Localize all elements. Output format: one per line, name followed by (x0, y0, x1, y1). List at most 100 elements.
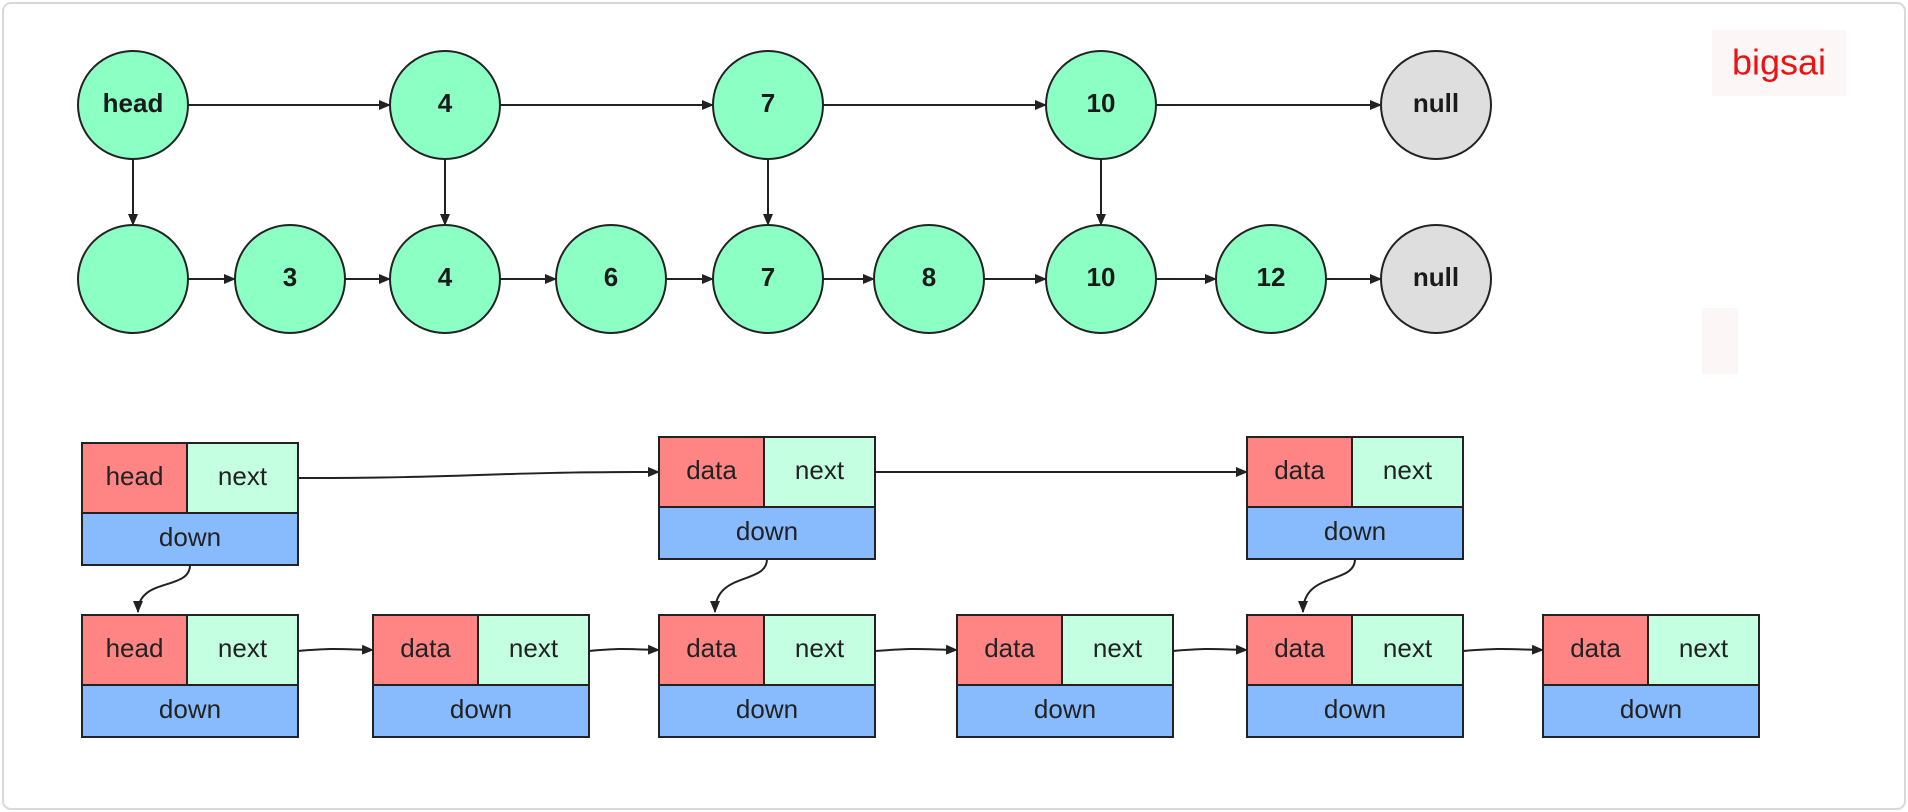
bottom-node-box-3-next-cell (1061, 614, 1174, 686)
bottom-circle-4-shape (712, 224, 824, 334)
bottom-circle-4-label: 7 (761, 262, 775, 292)
top-circle-2-shape (712, 50, 824, 160)
bottom-circle-3-shape (555, 224, 667, 334)
bottom-circle-1: 3 (234, 224, 346, 334)
watermark-background (1712, 30, 1846, 96)
top-circle-1-label: 4 (438, 88, 453, 118)
bottom-node-box-3-next-label: next (1093, 633, 1143, 663)
bottom-circle-2-label: 4 (438, 262, 453, 292)
bottom-node-box-0-next-cell (186, 614, 299, 686)
bottom-node-box-4-down-cell (1246, 684, 1464, 738)
bottom-box-next-arrow-1 (588, 644, 660, 655)
box-down-arrow-2 (1298, 558, 1356, 613)
bottom-circle-1-label: 3 (283, 262, 297, 292)
top-node-box-2-left-label: data (1274, 455, 1325, 485)
top-circle-1-shape (389, 50, 501, 160)
bottom-node-box-1-next-cell (477, 614, 590, 686)
bottom-circle-6-shape (1045, 224, 1157, 334)
bottom-node-box-4-left-cell (1246, 614, 1353, 686)
watermark-text: bigsai (1732, 42, 1826, 83)
top-node-box-0-left-cell (81, 442, 188, 514)
top-node-box-2: data next down (1246, 436, 1464, 560)
bottom-node-box-3-left-label: data (984, 633, 1035, 663)
bottom-node-box-2-down-cell (658, 684, 876, 738)
bottom-circle-6: 10 (1045, 224, 1157, 334)
top-node-box-1: data next down (658, 436, 876, 560)
bottom-circle-8: null (1380, 224, 1492, 334)
bottom-circle-5-shape (873, 224, 985, 334)
top-node-box-0-down-label: down (159, 522, 221, 552)
top-circle-0: head (77, 50, 189, 160)
top-circle-3-label: 10 (1087, 88, 1116, 118)
bottom-circle-7-label: 12 (1257, 262, 1286, 292)
top-node-box-1-next-cell (763, 436, 876, 508)
bottom-node-box-0-down-cell (81, 684, 299, 738)
bottom-circle-2-shape (389, 224, 501, 334)
bottom-node-box-5-down-cell (1542, 684, 1760, 738)
bottom-circle-4: 7 (712, 224, 824, 334)
faint-mark (1702, 308, 1738, 374)
top-circle-1: 4 (389, 50, 501, 160)
bottom-circle-7-shape (1215, 224, 1327, 334)
bottom-node-box-2-down-label: down (736, 694, 798, 724)
bottom-box-next-arrow-0 (297, 644, 374, 655)
top-node-box-2-next-cell (1351, 436, 1464, 508)
top-node-box-0-left-label: head (106, 461, 164, 491)
top-node-box-1-down-cell (658, 506, 876, 560)
bottom-node-box-0-down-label: down (159, 694, 221, 724)
top-node-box-0-next-label: next (218, 461, 268, 491)
bottom-circle-6-label: 10 (1087, 262, 1116, 292)
top-circle-2-label: 7 (761, 88, 775, 118)
bottom-circle-1-shape (234, 224, 346, 334)
skip-list-circles: head 4 7 10 null 3 4 6 7 8 10 12 null (77, 50, 1492, 334)
top-node-box-1-left-label: data (686, 455, 737, 485)
top-circle-3: 10 (1045, 50, 1157, 160)
bottom-node-box-0-next-label: next (218, 633, 268, 663)
top-circle-0-label: head (103, 88, 164, 118)
top-node-box-1-next-label: next (795, 455, 845, 485)
bottom-node-box-2: data next down (658, 614, 876, 738)
bottom-node-box-5-left-label: data (1570, 633, 1621, 663)
bottom-node-box-5-next-cell (1647, 614, 1760, 686)
bottom-node-box-4-left-label: data (1274, 633, 1325, 663)
top-node-box-0-down-cell (81, 512, 299, 566)
bottom-node-box-2-left-cell (658, 614, 765, 686)
bottom-circle-0 (77, 224, 189, 334)
bottom-circle-2: 4 (389, 224, 501, 334)
bottom-node-box-3: data next down (956, 614, 1174, 738)
bottom-node-box-1-next-label: next (509, 633, 559, 663)
bottom-node-box-2-next-label: next (795, 633, 845, 663)
bottom-circle-3: 6 (555, 224, 667, 334)
bottom-circle-8-shape (1380, 224, 1492, 334)
top-node-box-2-next-label: next (1383, 455, 1433, 485)
bottom-circle-5: 8 (873, 224, 985, 334)
bottom-node-box-0-left-label: head (106, 633, 164, 663)
links-layer (128, 100, 1544, 655)
top-circle-4: null (1380, 50, 1492, 160)
top-circle-0-shape (77, 50, 189, 160)
bottom-node-box-2-left-label: data (686, 633, 737, 663)
bottom-circle-0-shape (77, 224, 189, 334)
node-boxes: head next down data next down data next down head… (81, 436, 1760, 738)
top-node-box-0-next-cell (186, 442, 299, 514)
bottom-node-box-4-next-cell (1351, 614, 1464, 686)
bottom-node-box-3-down-label: down (1034, 694, 1096, 724)
bottom-node-box-5-down-label: down (1620, 694, 1682, 724)
bottom-circle-8-label: null (1413, 262, 1459, 292)
bottom-circle-7: 12 (1215, 224, 1327, 334)
box-down-arrow-0 (133, 564, 191, 613)
top-node-box-1-down-label: down (736, 516, 798, 546)
bottom-node-box-4-next-label: next (1383, 633, 1433, 663)
top-node-box-2-down-label: down (1324, 516, 1386, 546)
bottom-box-next-arrow-2 (874, 644, 958, 655)
top-circle-3-shape (1045, 50, 1157, 160)
bottom-circle-3-label: 6 (604, 262, 618, 292)
bottom-circle-5-label: 8 (922, 262, 936, 292)
box-down-arrow-1 (710, 558, 768, 613)
bottom-node-box-3-down-cell (956, 684, 1174, 738)
